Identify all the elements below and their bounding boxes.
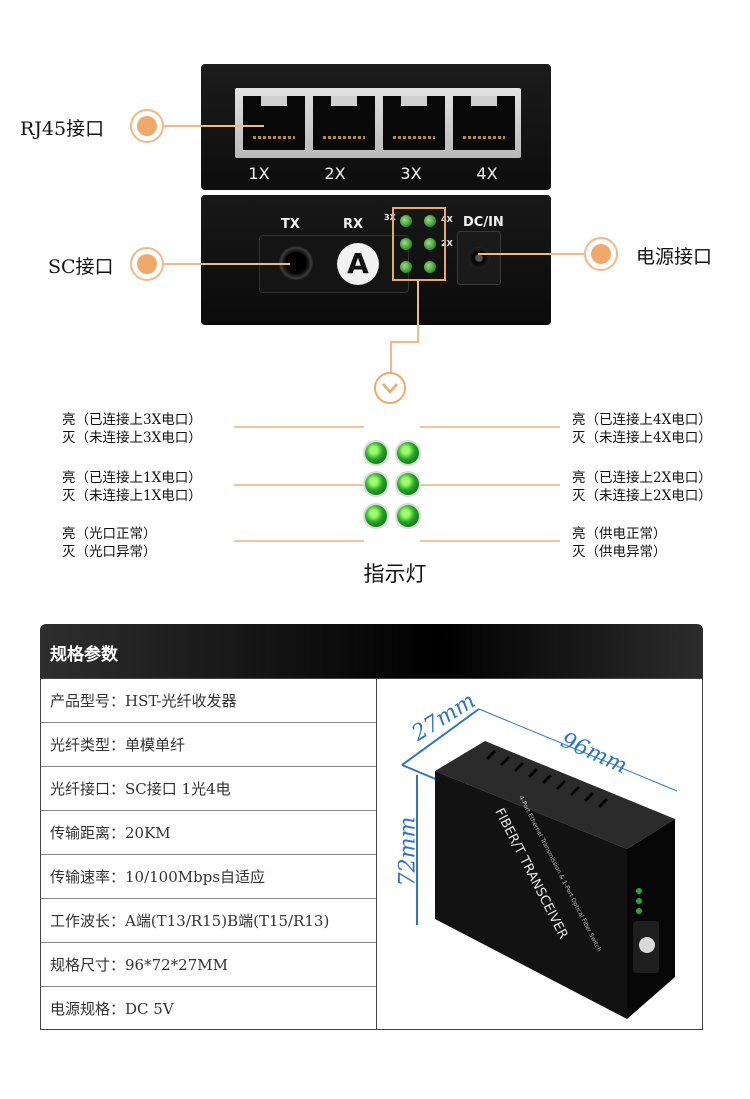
led-fiber — [365, 505, 387, 527]
legend-off-text: 灭（光口异常） — [62, 544, 157, 560]
legend-on-text: 亮（已连接上4X电口） — [572, 412, 712, 428]
chevron-down-icon — [374, 372, 406, 404]
type-a-badge: A — [337, 243, 379, 285]
spec-row: 电源规格：DC 5V — [50, 1000, 174, 1018]
legend-on-text: 亮（供电正常） — [572, 526, 667, 542]
spec-row: 光纤类型：单模单纤 — [41, 723, 376, 767]
led-label-3x: 3X — [384, 213, 396, 222]
led-leader-line — [391, 341, 419, 343]
legend-on-text: 亮（光口正常） — [62, 526, 157, 542]
legend-right-3: 亮（供电正常） 灭（供电异常） — [572, 525, 667, 561]
led-1x — [365, 473, 387, 495]
spec-row: 光纤接口：SC接口 1光4电 — [41, 767, 376, 811]
port-label-1x: 1X — [248, 164, 270, 183]
led-label-2x: 2X — [441, 239, 453, 248]
led-highlight-box — [392, 207, 446, 281]
spec-header: 规格参数 — [40, 624, 703, 678]
legend-on-text: 亮（已连接上3X电口） — [62, 412, 202, 428]
spec-row: 传输速率：10/100Mbps自适应 — [41, 855, 376, 899]
led-3x — [365, 442, 387, 464]
dc-in-label: DC/IN — [463, 215, 504, 230]
legend-left-2: 亮（已连接上1X电口） 灭（未连接上1X电口） — [62, 469, 202, 505]
callout-dot-icon — [584, 237, 618, 271]
mini-led — [424, 261, 436, 273]
led-power — [397, 505, 419, 527]
spec-row: 传输距离：20KM — [41, 811, 376, 855]
dc-power-jack — [457, 231, 501, 285]
callout-line — [164, 263, 290, 265]
mini-led — [424, 238, 436, 250]
rj45-port-strip — [235, 88, 521, 158]
mini-led — [400, 261, 412, 273]
legend-off-text: 灭（未连接上2X电口） — [572, 488, 712, 504]
legend-on-text: 亮（已连接上1X电口） — [62, 470, 202, 486]
legend-left-1: 亮（已连接上3X电口） 灭（未连接上3X电口） — [62, 411, 202, 447]
callout-line — [478, 253, 584, 255]
callout-dot-icon — [130, 247, 164, 281]
spec-row: 产品型号：HST-光纤收发器 — [41, 679, 376, 723]
legend-right-2: 亮（已连接上2X电口） 灭（未连接上2X电口） — [572, 469, 712, 505]
legend-off-text: 灭（未连接上3X电口） — [62, 430, 202, 446]
callout-rj45: RJ45接口 — [20, 118, 105, 140]
indicator-title: 指示灯 — [363, 562, 427, 586]
led-leader-line — [390, 341, 392, 373]
spec-divider — [376, 679, 377, 1029]
dimension-height-label: 72mm — [395, 816, 421, 887]
spec-list: 产品型号：HST-光纤收发器 光纤类型：单模单纤 光纤接口：SC接口 1光4电 … — [41, 679, 376, 1029]
spec-title: 规格参数 — [50, 645, 118, 665]
mini-led — [424, 215, 436, 227]
legend-off-text: 灭（未连接上1X电口） — [62, 488, 202, 504]
legend-line — [420, 540, 560, 542]
device-rj45-panel: 1X 2X 3X 4X — [201, 64, 551, 190]
spec-row: 工作波长：A端(T13/R15)B端(T15/R13) — [41, 899, 376, 943]
legend-on-text: 亮（已连接上2X电口） — [572, 470, 712, 486]
rj45-port-3 — [383, 96, 445, 150]
mini-led — [400, 238, 412, 250]
callout-sc: SC接口 — [48, 256, 114, 278]
led-label-4x: 4X — [441, 215, 453, 224]
spec-body: 产品型号：HST-光纤收发器 光纤类型：单模单纤 光纤接口：SC接口 1光4电 … — [40, 678, 703, 1030]
tx-label: TX — [281, 217, 300, 232]
rj45-port-2 — [313, 96, 375, 150]
led-leader-line — [417, 281, 419, 343]
legend-line — [234, 484, 364, 486]
legend-right-1: 亮（已连接上4X电口） 灭（未连接上4X电口） — [572, 411, 712, 447]
spec-table: 规格参数 产品型号：HST-光纤收发器 光纤类型：单模单纤 光纤接口：SC接口 … — [40, 624, 703, 1030]
port-label-3x: 3X — [400, 164, 422, 183]
rx-label: RX — [343, 217, 364, 232]
led-2x — [397, 473, 419, 495]
legend-line — [234, 540, 364, 542]
port-label-4x: 4X — [476, 164, 498, 183]
callout-dot-icon — [130, 109, 164, 143]
product-photo: FIBER/T TRANSCEIVER 4-Port Ethernet Tran… — [377, 679, 702, 1029]
legend-left-3: 亮（光口正常） 灭（光口异常） — [62, 525, 157, 561]
legend-line — [420, 484, 560, 486]
rj45-port-4 — [453, 96, 515, 150]
spec-row: 规格尺寸：96*72*27MM — [41, 943, 376, 987]
legend-off-text: 灭（未连接上4X电口） — [572, 430, 712, 446]
callout-power: 电源接口 — [636, 246, 713, 268]
legend-off-text: 灭（供电异常） — [572, 544, 667, 560]
led-4x — [397, 442, 419, 464]
callout-line — [164, 125, 264, 127]
rj45-port-1 — [243, 96, 305, 150]
legend-line — [234, 426, 364, 428]
device-fiber-panel: TX RX A 3X 4X 2X DC/IN — [201, 195, 551, 325]
legend-line — [420, 426, 560, 428]
mini-led — [400, 215, 412, 227]
port-label-2x: 2X — [324, 164, 346, 183]
